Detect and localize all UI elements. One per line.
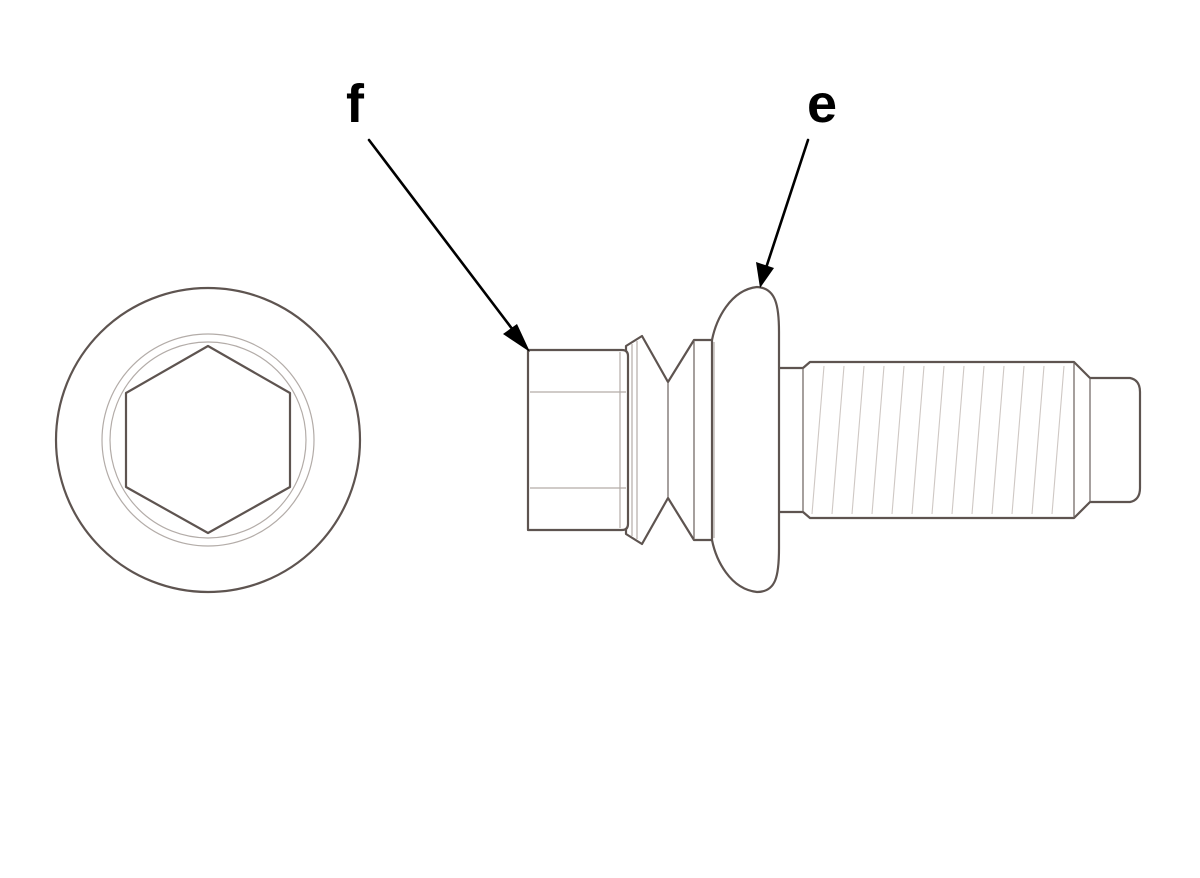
callout-e: e	[756, 74, 837, 288]
thread-pitch-lines	[811, 365, 1065, 515]
callout-f: f	[346, 74, 530, 352]
neck-groove	[624, 334, 718, 546]
callout-f-arrowhead	[503, 324, 530, 352]
callout-e-arrowhead	[756, 262, 774, 288]
end-view-counterbore-inner	[109, 341, 307, 539]
bolt-side-view	[526, 285, 1142, 594]
bolt-end-view	[54, 286, 362, 594]
callout-f-leader-line	[367, 138, 518, 336]
threaded-shank	[776, 360, 1142, 520]
callout-e-leader-line	[764, 138, 810, 270]
callout-f-label: f	[346, 74, 365, 134]
hex-socket	[124, 344, 292, 535]
hex-head	[526, 348, 630, 532]
rounded-flange	[710, 285, 781, 594]
callout-e-label: e	[807, 74, 837, 134]
end-view-counterbore-outer	[101, 333, 315, 547]
